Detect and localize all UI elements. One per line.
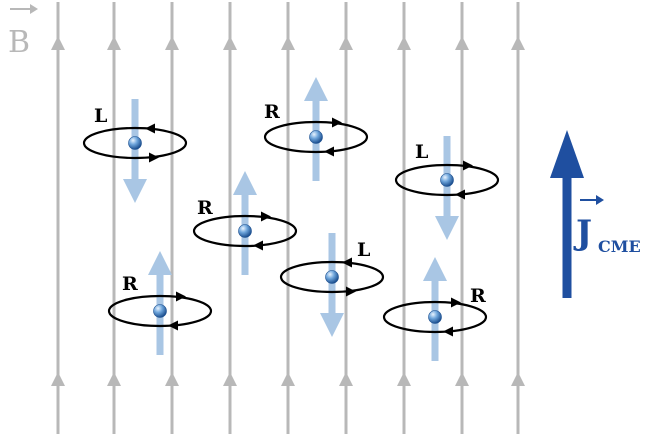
particles: L R L R L R R (82, 77, 500, 361)
orbit-direction-icon (324, 146, 334, 157)
chirality-label: R (197, 197, 213, 219)
orbit-direction-icon (451, 297, 461, 308)
field-label: B (8, 4, 38, 60)
field-arrowhead-icon (339, 372, 353, 386)
field-arrowhead-icon (281, 372, 295, 386)
field-line (397, 2, 411, 434)
current-subscript: CME (598, 237, 641, 256)
orbit-direction-icon (145, 123, 155, 134)
particle: L (82, 99, 188, 203)
field-arrowhead-icon (397, 36, 411, 50)
current-symbol: J (573, 213, 592, 253)
orbit-ring (382, 300, 488, 334)
orbit-direction-icon (463, 160, 473, 171)
spin-up-arrow-icon (233, 171, 257, 275)
vector-arrowhead-icon (596, 195, 604, 205)
spin-up-arrow-icon (148, 251, 172, 355)
orbit-ring (82, 126, 188, 160)
field-line (281, 2, 295, 434)
chirality-label: R (470, 285, 486, 307)
field-arrowhead-icon (455, 372, 469, 386)
field-line (339, 2, 353, 434)
chirality-label: L (415, 141, 428, 163)
orbit-direction-icon (168, 320, 178, 331)
field-symbol: B (8, 25, 30, 60)
particle-ball (325, 270, 339, 284)
field-line (107, 2, 121, 434)
orbit-ring (279, 260, 385, 294)
spin-down-arrow-icon (435, 136, 459, 240)
spin-down-arrow-icon (320, 233, 344, 337)
particle: R (382, 257, 488, 361)
field-arrowhead-icon (165, 372, 179, 386)
field-arrowhead-icon (223, 36, 237, 50)
field-arrowhead-icon (281, 36, 295, 50)
current-arrowhead-icon (550, 130, 584, 178)
chirality-label: R (264, 101, 280, 123)
field-arrowhead-icon (51, 36, 65, 50)
orbit-direction-icon (253, 240, 263, 251)
field-arrowhead-icon (107, 372, 121, 386)
field-arrowhead-icon (223, 372, 237, 386)
field-line (51, 2, 65, 434)
spin-up-arrow-icon (304, 77, 328, 181)
chirality-label: L (94, 105, 107, 127)
cme-current: J CME (550, 130, 641, 298)
particle: R (107, 251, 213, 355)
particle: R (263, 77, 369, 181)
orbit-direction-icon (149, 152, 159, 163)
field-arrowhead-icon (165, 36, 179, 50)
particle: R (192, 171, 298, 275)
field-arrowhead-icon (107, 36, 121, 50)
chirality-label: R (122, 273, 138, 295)
orbit-direction-icon (342, 257, 352, 268)
spin-down-arrow-icon (123, 99, 147, 203)
particle-ball (428, 310, 442, 324)
particle-ball (440, 173, 454, 187)
particle-ball (309, 130, 323, 144)
field-line (223, 2, 237, 434)
field-line (511, 2, 525, 434)
particle: L (394, 136, 500, 240)
field-arrowhead-icon (455, 36, 469, 50)
orbit-direction-icon (261, 211, 271, 222)
field-line (165, 2, 179, 434)
magnetic-field-lines (51, 2, 525, 434)
field-arrowhead-icon (51, 372, 65, 386)
orbit-direction-icon (346, 286, 356, 297)
field-arrowhead-icon (397, 372, 411, 386)
orbit-direction-icon (443, 326, 453, 337)
field-arrowhead-icon (511, 36, 525, 50)
field-arrowhead-icon (511, 372, 525, 386)
field-arrowhead-icon (339, 36, 353, 50)
orbit-direction-icon (176, 291, 186, 302)
orbit-ring (263, 120, 369, 154)
orbit-ring (394, 163, 500, 197)
orbit-direction-icon (455, 189, 465, 200)
orbit-direction-icon (332, 117, 342, 128)
spin-up-arrow-icon (423, 257, 447, 361)
chirality-label: L (357, 239, 370, 261)
field-line (455, 2, 469, 434)
orbit-ring (107, 294, 213, 328)
orbit-ring (192, 214, 298, 248)
vector-arrowhead-icon (30, 4, 38, 14)
particle-ball (153, 304, 167, 318)
particle-ball (238, 224, 252, 238)
particle-ball (128, 136, 142, 150)
particle: L (279, 233, 385, 337)
